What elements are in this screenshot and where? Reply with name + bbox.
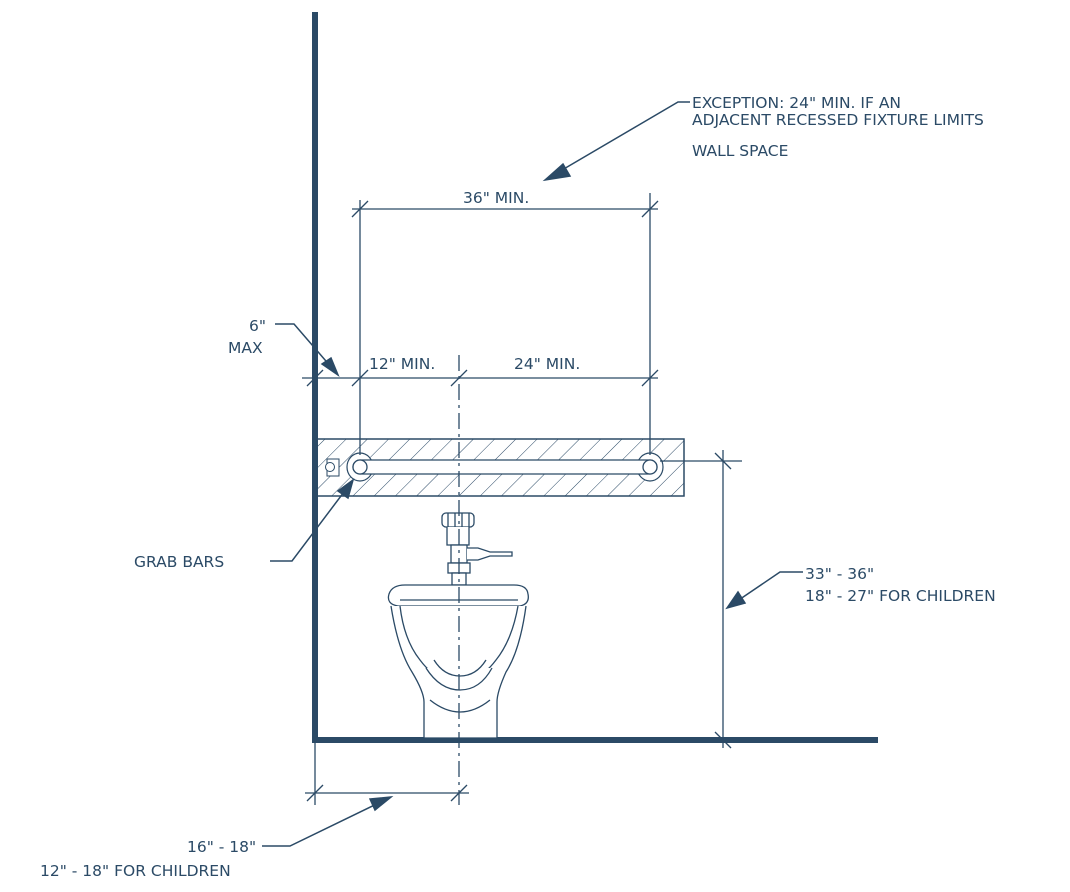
grab-bar [325, 459, 658, 475]
height-label-line2: 18" - 27" FOR CHILDREN [805, 587, 996, 605]
dimension-bar-height [660, 450, 742, 749]
leader-lines [262, 101, 803, 847]
overall-width-label: 36" MIN. [463, 189, 529, 207]
dimension-bar-offsets [302, 369, 659, 387]
wall-offset-label-line2: MAX [228, 339, 263, 357]
wall-offset-label-line1: 6" [249, 317, 266, 335]
grab-bars-label: GRAB BARS [134, 553, 224, 571]
urinal-fixture [387, 512, 529, 739]
left-segment-label: 12" MIN. [369, 355, 435, 373]
height-label-line1: 33" - 36" [805, 565, 874, 583]
dimension-centerline [305, 743, 469, 805]
exception-note-line3: WALL SPACE [692, 142, 788, 160]
exception-note-line1: EXCEPTION: 24" MIN. IF AN [692, 94, 901, 112]
centerline-label-line1: 16" - 18" [187, 838, 256, 856]
centerline-label-line2: 12" - 18" FOR CHILDREN [40, 862, 231, 880]
right-segment-label: 24" MIN. [514, 355, 580, 373]
exception-note-line2: ADJACENT RECESSED FIXTURE LIMITS [692, 111, 984, 129]
dimension-36-min [351, 193, 659, 455]
